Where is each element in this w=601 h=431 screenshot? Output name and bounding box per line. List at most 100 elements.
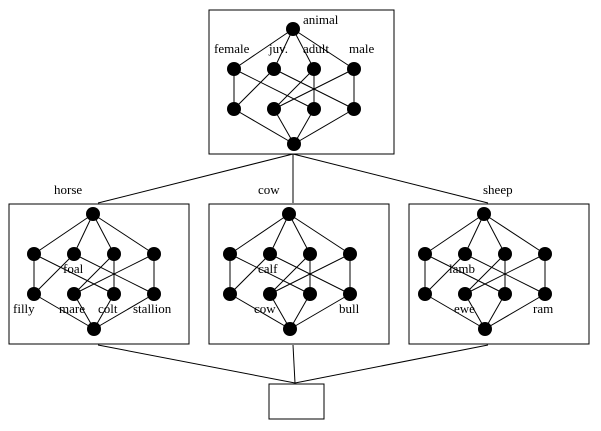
- cow-lattice: [223, 207, 357, 336]
- sheep-node-b2: [458, 287, 472, 301]
- animal-node-b4: [347, 102, 361, 116]
- sheep-node-b1: [418, 287, 432, 301]
- cow-title: cow: [258, 182, 280, 197]
- cow-edge-a1-b3: [229, 253, 311, 295]
- cow-node-a1: [223, 247, 237, 261]
- cow-node-a4: [343, 247, 357, 261]
- horse-node-a2: [67, 247, 81, 261]
- cow-edge-t-a4: [288, 213, 351, 255]
- animal-node-t: [286, 22, 300, 36]
- animal-node-z: [287, 137, 301, 151]
- animal-edge-a3-b2: [273, 68, 315, 110]
- horse-node-b3: [107, 287, 121, 301]
- sheep-box: [408, 203, 590, 345]
- sheep-node-a1: [418, 247, 432, 261]
- animal-edge-t-a2: [273, 28, 294, 70]
- horse-edge-a3-b2: [73, 253, 115, 295]
- edge-animal-horse: [97, 153, 294, 204]
- bottom-box: [268, 383, 325, 420]
- sheep-node-z: [478, 322, 492, 336]
- horse-young-label: foal: [63, 261, 84, 276]
- cow-node-a3: [303, 247, 317, 261]
- sheep-node-t: [477, 207, 491, 221]
- horse-edge-b1-z: [33, 293, 95, 330]
- sheep-edge-a2-b1: [424, 253, 466, 295]
- sheep-title: sheep: [483, 182, 513, 197]
- cow-edge-t-a2: [269, 213, 290, 255]
- cow-node-t: [282, 207, 296, 221]
- horse-node-a1: [27, 247, 41, 261]
- sheep-edge-t-a3: [483, 213, 506, 255]
- horse-node-b1: [27, 287, 41, 301]
- sheep-edge-t-a2: [464, 213, 485, 255]
- horse-young-male-label: colt: [98, 301, 118, 316]
- horse-lattice: [27, 207, 161, 336]
- edge-sheep-bottom: [294, 344, 489, 384]
- horse-node-b4: [147, 287, 161, 301]
- cow-edge-a2-b1: [229, 253, 271, 295]
- animal-edge-t-a4: [292, 28, 355, 70]
- sheep-edge-a4-b2: [464, 253, 546, 295]
- horse-edge-t-a4: [92, 213, 155, 255]
- animal-edge-t-a1: [233, 28, 294, 70]
- cow-edge-a3-b2: [269, 253, 311, 295]
- sheep-lattice: [418, 207, 552, 336]
- sheep-node-a4: [538, 247, 552, 261]
- cow-node-b1: [223, 287, 237, 301]
- animal-edge-t-a3: [292, 28, 315, 70]
- juv-label: juv.: [268, 41, 288, 56]
- animal-edge-a1-b3: [233, 68, 315, 110]
- sheep-edge-a3-b2: [464, 253, 506, 295]
- animal-node-b2: [267, 102, 281, 116]
- horse-young-female-label: filly: [13, 301, 35, 316]
- cow-node-b4: [343, 287, 357, 301]
- inter-box-edges: [97, 153, 489, 384]
- cow-box: [208, 203, 390, 345]
- horse-adult-male-label: stallion: [133, 301, 172, 316]
- sheep-node-a3: [498, 247, 512, 261]
- animal-label: animal: [303, 12, 339, 27]
- cow-node-z: [283, 322, 297, 336]
- animal-lattice: [227, 22, 361, 151]
- horse-node-a4: [147, 247, 161, 261]
- sheep-edge-b4-z: [484, 293, 546, 330]
- horse-edge-t-a3: [92, 213, 115, 255]
- sheep-edge-b1-z: [424, 293, 486, 330]
- animal-edge-b1-z: [233, 108, 295, 145]
- cow-young-label: calf: [258, 261, 278, 276]
- animal-node-a2: [267, 62, 281, 76]
- horse-title: horse: [54, 182, 82, 197]
- horse-edge-a1-b3: [33, 253, 115, 295]
- horse-edge-t-a1: [33, 213, 94, 255]
- cow-edge-a4-b2: [269, 253, 351, 295]
- horse-adult-female-label: mare: [59, 301, 85, 316]
- female-label: female: [214, 41, 250, 56]
- cow-node-b2: [263, 287, 277, 301]
- cow-adult-male-label: bull: [339, 301, 360, 316]
- animal-edge-a2-b1: [233, 68, 275, 110]
- edge-horse-bottom: [97, 344, 296, 384]
- horse-node-t: [86, 207, 100, 221]
- cow-edge-t-a1: [229, 213, 290, 255]
- cow-node-b3: [303, 287, 317, 301]
- sheep-node-b3: [498, 287, 512, 301]
- cow-node-a2: [263, 247, 277, 261]
- horse-node-b2: [67, 287, 81, 301]
- sheep-young-label: lamb: [449, 261, 475, 276]
- horse-node-z: [87, 322, 101, 336]
- cow-adult-female-label: cow: [254, 301, 276, 316]
- horse-edge-t-a2: [73, 213, 94, 255]
- horse-node-a3: [107, 247, 121, 261]
- sheep-node-b4: [538, 287, 552, 301]
- animal-node-b3: [307, 102, 321, 116]
- edge-cow-bottom: [292, 344, 296, 384]
- horse-edge-a4-b2: [73, 253, 155, 295]
- sheep-edge-a1-b3: [424, 253, 506, 295]
- edge-animal-sheep: [292, 153, 489, 204]
- sheep-adult-male-label: ram: [533, 301, 553, 316]
- horse-edge-b4-z: [93, 293, 155, 330]
- animal-edge-a4-b2: [273, 68, 355, 110]
- cow-edge-b4-z: [289, 293, 351, 330]
- animal-edge-b4-z: [293, 108, 355, 145]
- cow-edge-b1-z: [229, 293, 291, 330]
